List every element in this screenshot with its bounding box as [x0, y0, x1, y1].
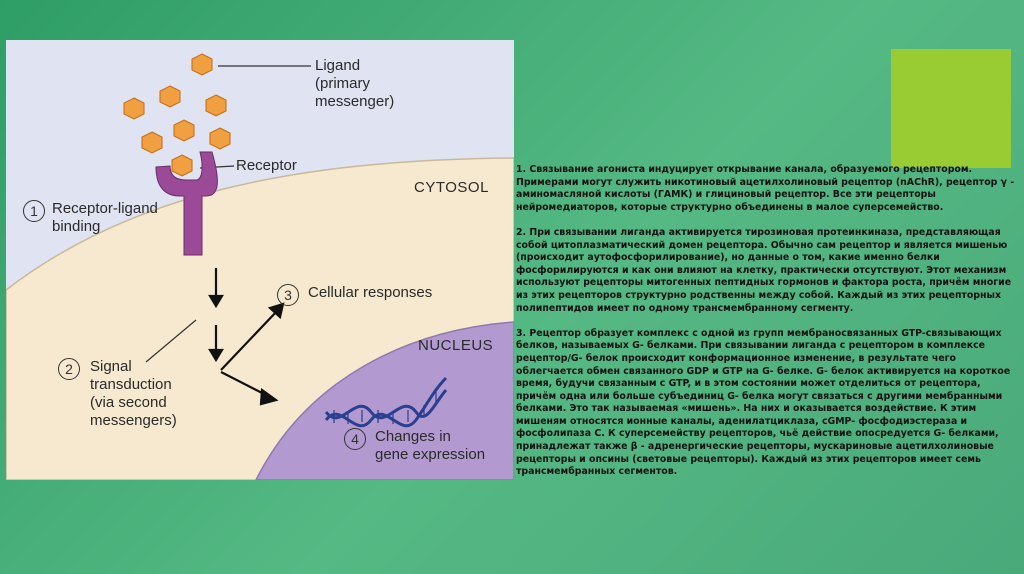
ligand-hexagon — [173, 119, 195, 142]
nucleus-label: NUCLEUS — [418, 337, 494, 354]
ligand-hexagon — [171, 154, 193, 177]
receptor-label: Receptor — [236, 157, 297, 174]
step-3-label: Cellular responses — [308, 284, 433, 301]
ligand-hexagon — [205, 94, 227, 117]
dna-helix — [324, 376, 448, 428]
signal-transduction-diagram: Ligand (primary messenger) Receptor CYTO… — [6, 40, 514, 480]
ligand-hexagon — [209, 127, 231, 150]
step-1-label: Receptor-ligand binding — [52, 200, 158, 235]
step-2-label: Signal transduction (via second messenge… — [90, 358, 177, 429]
step-3-number: 3 — [277, 284, 299, 306]
ligand-molecules — [123, 53, 231, 177]
ligand-hexagon — [191, 53, 213, 76]
ligand-hexagon — [141, 131, 163, 154]
step-1-number: 1 — [23, 200, 45, 222]
cytosol-label: CYTOSOL — [414, 179, 489, 196]
paragraph-1: 1. Связывание агониста индуцирует открыв… — [516, 164, 1015, 213]
description-text: 1. Связывание агониста индуцирует открыв… — [516, 164, 1024, 574]
accent-box — [891, 49, 1011, 168]
nucleus-region — [255, 321, 514, 480]
step-2-number: 2 — [58, 358, 80, 380]
paragraph-3: 3. Рецептор образует комплекс с одной из… — [516, 327, 1011, 478]
ligand-hexagon — [123, 97, 145, 120]
receptor-protein — [155, 151, 218, 256]
paragraph-2: 2. При связывании лиганда активируется т… — [516, 226, 1012, 314]
step-4-number: 4 — [344, 428, 366, 450]
dna-base-pairs — [333, 392, 437, 424]
diagram-artwork — [6, 53, 514, 480]
ligand-hexagon — [159, 85, 181, 108]
step-4-label: Changes in gene expression — [375, 428, 486, 463]
ligand-label: Ligand (primary messenger) — [315, 57, 395, 110]
